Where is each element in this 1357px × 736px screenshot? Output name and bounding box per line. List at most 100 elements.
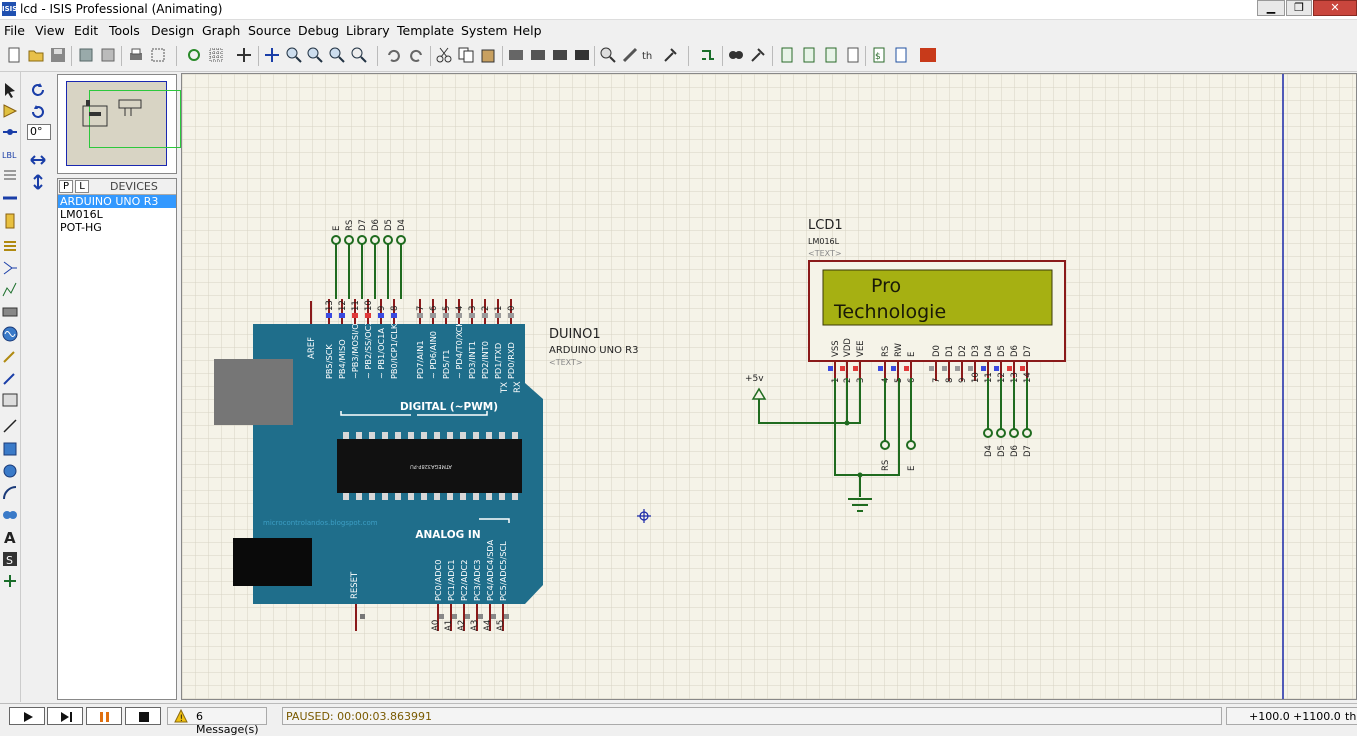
- mirror-vertical-icon[interactable]: [30, 174, 46, 190]
- virtual-instruments-icon[interactable]: [2, 392, 18, 408]
- rotate-anticlockwise-icon[interactable]: [30, 104, 46, 120]
- open-folder-icon[interactable]: [28, 47, 44, 63]
- graph-mode-icon[interactable]: [2, 282, 18, 298]
- block-rotate-icon[interactable]: [552, 47, 568, 63]
- menu-help[interactable]: Help: [513, 23, 542, 38]
- tape-recorder-icon[interactable]: [2, 304, 18, 320]
- save-icon[interactable]: [50, 47, 66, 63]
- make-device-icon[interactable]: [622, 47, 638, 63]
- cut-icon[interactable]: [436, 47, 452, 63]
- schematic-canvas[interactable]: ATMEGA328P-PU DIGITAL (~PWM) ANALOG IN m…: [181, 73, 1357, 700]
- menu-debug[interactable]: Debug: [298, 23, 340, 38]
- device-item[interactable]: LM016L: [60, 208, 103, 221]
- lcd-ref-label[interactable]: LCD1: [808, 218, 843, 233]
- zoom-area-icon[interactable]: [351, 47, 367, 63]
- menu-file[interactable]: File: [4, 23, 25, 38]
- net-terminal[interactable]: [1009, 428, 1019, 438]
- exit-to-parent-icon[interactable]: [823, 47, 839, 63]
- decompose-icon[interactable]: [662, 47, 678, 63]
- maximize-button[interactable]: ❐: [1286, 0, 1312, 16]
- junction-dot-icon[interactable]: [2, 124, 18, 140]
- zoom-all-icon[interactable]: [329, 47, 345, 63]
- new-sheet-icon[interactable]: [779, 47, 795, 63]
- block-move-icon[interactable]: [530, 47, 546, 63]
- copy-icon[interactable]: [458, 47, 474, 63]
- close-button[interactable]: ✕: [1313, 0, 1357, 16]
- rotation-angle-field[interactable]: 0°: [27, 124, 51, 140]
- property-tool-icon[interactable]: [750, 47, 766, 63]
- wire-label-icon[interactable]: LBL: [2, 147, 18, 163]
- block-copy-icon[interactable]: [508, 47, 524, 63]
- menu-source[interactable]: Source: [248, 23, 291, 38]
- pan-icon[interactable]: [264, 47, 280, 63]
- netlist-to-ares-icon[interactable]: [893, 47, 909, 63]
- net-terminal[interactable]: [880, 440, 890, 450]
- overview-viewport[interactable]: [89, 90, 181, 148]
- device-item[interactable]: POT-HG: [60, 221, 102, 234]
- buses-icon[interactable]: [2, 190, 18, 206]
- device-item[interactable]: ARDUINO UNO R3: [58, 195, 176, 208]
- menu-graph[interactable]: Graph: [202, 23, 241, 38]
- current-probe-icon[interactable]: [2, 370, 18, 386]
- menu-template[interactable]: Template: [397, 23, 455, 38]
- rotate-clockwise-icon[interactable]: [30, 82, 46, 98]
- origin-icon[interactable]: [236, 47, 252, 63]
- minimize-button[interactable]: ▁: [1257, 0, 1285, 16]
- menu-library[interactable]: Library: [346, 23, 390, 38]
- net-terminal[interactable]: [370, 235, 380, 245]
- search-tag-icon[interactable]: [728, 47, 744, 63]
- mirror-horizontal-icon[interactable]: [30, 152, 46, 168]
- schematic-drawing[interactable]: ATMEGA328P-PU DIGITAL (~PWM) ANALOG IN m…: [182, 74, 1357, 700]
- wire-autorouter-icon[interactable]: [700, 47, 716, 63]
- menu-tools[interactable]: Tools: [109, 23, 140, 38]
- 2d-marker-icon[interactable]: [2, 573, 18, 589]
- net-terminal[interactable]: [357, 235, 367, 245]
- 2d-box-icon[interactable]: [2, 441, 18, 457]
- 2d-text-icon[interactable]: A: [2, 529, 18, 545]
- paste-icon[interactable]: [480, 47, 496, 63]
- menu-edit[interactable]: Edit: [74, 23, 99, 38]
- device-pins-icon[interactable]: [2, 260, 18, 276]
- step-button[interactable]: [47, 707, 83, 725]
- export-icon[interactable]: [100, 47, 116, 63]
- library-manager-button[interactable]: L: [75, 180, 89, 193]
- electrical-rule-check-icon[interactable]: $: [871, 47, 887, 63]
- refresh-icon[interactable]: [186, 47, 202, 63]
- new-file-icon[interactable]: [6, 47, 22, 63]
- stop-button[interactable]: [125, 707, 161, 725]
- zoom-in-icon[interactable]: [286, 47, 302, 63]
- packaging-icon[interactable]: th: [642, 47, 658, 63]
- print-icon[interactable]: [128, 47, 144, 63]
- net-terminal[interactable]: [983, 428, 993, 438]
- 2d-path-icon[interactable]: [2, 507, 18, 523]
- 2d-symbol-icon[interactable]: S: [2, 551, 18, 567]
- net-terminal[interactable]: [906, 440, 916, 450]
- arduino-board[interactable]: ATMEGA328P-PU DIGITAL (~PWM) ANALOG IN m…: [214, 306, 543, 604]
- menu-view[interactable]: View: [35, 23, 65, 38]
- generator-mode-icon[interactable]: [2, 326, 18, 342]
- pause-button[interactable]: [86, 707, 122, 725]
- terminals-mode-icon[interactable]: [2, 238, 18, 254]
- play-button[interactable]: [9, 707, 45, 725]
- block-delete-icon[interactable]: [574, 47, 590, 63]
- subcircuit-icon[interactable]: [2, 213, 18, 229]
- net-terminal[interactable]: [996, 428, 1006, 438]
- overview-window[interactable]: [57, 74, 181, 174]
- remove-sheet-icon[interactable]: [801, 47, 817, 63]
- redo-icon[interactable]: [408, 47, 424, 63]
- net-terminal[interactable]: [1022, 428, 1032, 438]
- ares-icon[interactable]: [920, 47, 936, 63]
- net-terminal[interactable]: [344, 235, 354, 245]
- menu-design[interactable]: Design: [151, 23, 195, 38]
- import-icon[interactable]: [78, 47, 94, 63]
- print-area-icon[interactable]: [150, 47, 166, 63]
- undo-icon[interactable]: [386, 47, 402, 63]
- voltage-probe-icon[interactable]: [2, 348, 18, 364]
- 2d-arc-icon[interactable]: [2, 485, 18, 501]
- net-terminal[interactable]: [396, 235, 406, 245]
- menu-system[interactable]: System: [461, 23, 508, 38]
- messages-box[interactable]: ! 6 Message(s): [167, 707, 267, 736]
- grid-toggle-icon[interactable]: [208, 47, 224, 63]
- net-terminal[interactable]: [383, 235, 393, 245]
